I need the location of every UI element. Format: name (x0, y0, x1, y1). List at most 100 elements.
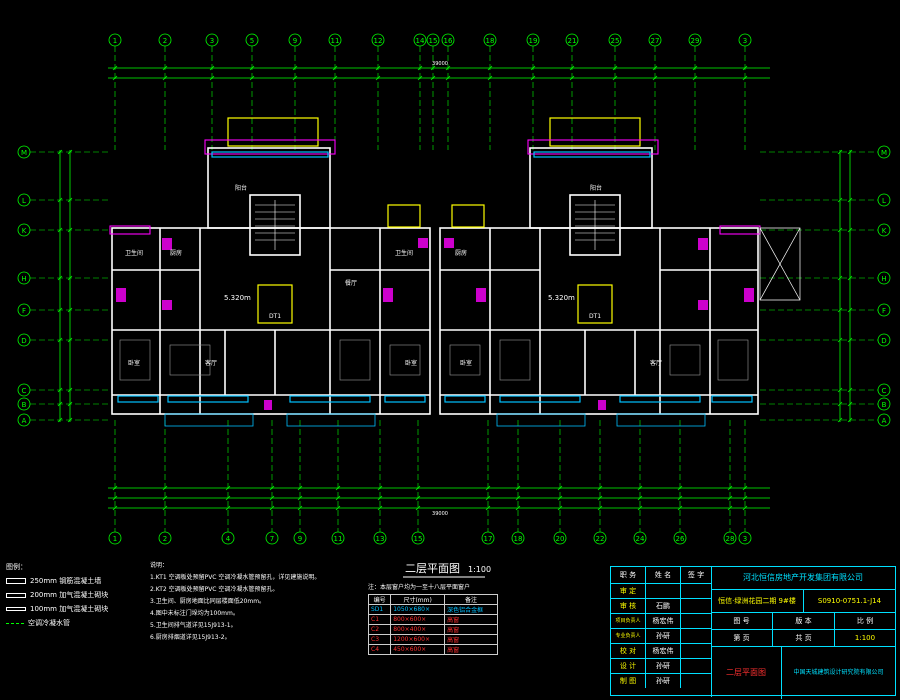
grid-top-label: 3 (210, 37, 214, 45)
grid-bottom-bubble (738, 531, 752, 545)
table-cell: C3 (367, 634, 392, 645)
grid-bottom-bubble (481, 531, 495, 545)
grid-bottom-label: 24 (636, 535, 645, 543)
dimension-tick (269, 505, 275, 511)
tb-cell: 姓 名 (646, 567, 681, 583)
grid-top-bubble (688, 33, 702, 47)
title-block-right: 河北恒信房地产开发集团有限公司 恒信·绿洲花园二期 9#楼 S0910-0751… (711, 567, 895, 699)
annotation-leader (759, 227, 801, 301)
dimension-tick (837, 337, 843, 343)
grid-bottom-bubble (221, 531, 235, 545)
tb-cell (646, 584, 681, 598)
room-label: 阳台 (235, 184, 247, 192)
grid-top-label: 9 (293, 37, 297, 45)
tb-grid-row: 第 页 共 页 1:100 (711, 630, 895, 647)
dimension-tick (837, 227, 843, 233)
tb-designer: 中国天城建筑设计研究院有限公司 (793, 669, 884, 676)
tb-bottom-row: 二层平面图 中国天城建筑设计研究院有限公司 (711, 647, 895, 699)
legend-item: 200mm 加气混凝土砌块 (6, 588, 146, 602)
dimension-tick (837, 197, 843, 203)
dimension-tick (67, 387, 73, 393)
grid-bottom-label: 22 (596, 535, 605, 543)
tb-row: 审 定 (611, 584, 711, 599)
grid-top-label: 1 (113, 37, 117, 45)
dimension-tick (847, 417, 853, 423)
dimension-tick (57, 197, 63, 203)
elevator-left (257, 284, 293, 324)
grid-bottom-label: 15 (414, 535, 423, 543)
table-cell: C4 (367, 644, 392, 655)
dimension-tick (837, 275, 843, 281)
grid-top-bubble (426, 33, 440, 47)
dimension-tick (415, 495, 421, 501)
tb-project: 恒信·绿洲花园二期 9#楼 (711, 590, 804, 612)
dimension-tick (249, 75, 255, 81)
grid-bottom-label: 3 (743, 535, 747, 543)
grid-bottom-label: 2 (163, 535, 167, 543)
tb-cell: 项目负责人 (611, 614, 646, 628)
dimension-tick (847, 401, 853, 407)
grid-bottom-label: 1 (113, 535, 117, 543)
grid-top-bubble (608, 33, 622, 47)
grid-bottom-label: 9 (298, 535, 302, 543)
window-table-wrap: 注：本层窗户均为一至十八层平面窗户 编号 尺寸(mm) 备注 SD1 1050×… (367, 582, 498, 655)
dimension-tick (57, 275, 63, 281)
room-label: 厨房 (170, 249, 182, 257)
dimension-tick (57, 337, 63, 343)
dimension-tick (837, 387, 843, 393)
dimension-tick (162, 505, 168, 511)
tb-cell: 杨宏伟 (646, 644, 681, 658)
dimension-tick (847, 227, 853, 233)
dimension-tick (297, 505, 303, 511)
dimension-tick (742, 65, 748, 71)
tb-cell: 第 页 (711, 630, 773, 646)
dimension-tick (485, 505, 491, 511)
dimension-tick (557, 485, 563, 491)
dimension-tick (727, 505, 733, 511)
dimension-tick (637, 495, 643, 501)
table-cell: 深色铝合金框 (444, 604, 498, 615)
table-cell: 1200×600× (390, 634, 446, 645)
grid-right-label: A (882, 417, 887, 425)
tb-cell: 审 核 (611, 599, 646, 613)
grid-right-label: F (882, 307, 886, 315)
tb-cell: 比 例 (856, 617, 874, 625)
tb-cell: 杨宏伟 (646, 614, 681, 628)
dimension-tick (335, 505, 341, 511)
dimension-tick (692, 65, 698, 71)
room-label: 卫生间 (125, 249, 143, 257)
dimension-tick (569, 75, 575, 81)
grid-bottom-bubble (331, 531, 345, 545)
note-line: 3.卫生间、厨房地面比同层楼面低20mm。 (150, 598, 266, 605)
table-cell: C1 (367, 614, 392, 625)
dimension-tick (332, 65, 338, 71)
grid-top-label: 11 (331, 37, 340, 45)
dimension-tick (225, 495, 231, 501)
grid-top-bubble (441, 33, 455, 47)
dimension-tick (57, 149, 63, 155)
top-balconies (227, 117, 641, 228)
grid-right-label: B (882, 401, 887, 409)
grid-bottom-bubble (553, 531, 567, 545)
legend-item-label: 250mm 钢筋混凝土墙 (30, 577, 102, 585)
tb-cell: 校 对 (611, 644, 646, 658)
dimension-tick (652, 65, 658, 71)
grid-bottom-bubble (633, 531, 647, 545)
table-row: C4 450×600× 高窗 (367, 644, 498, 655)
dimension-tick (377, 505, 383, 511)
dimension-tick (112, 505, 118, 511)
stair-left (255, 200, 295, 250)
left-building-half (111, 147, 431, 415)
tb-drawing-no: S0910-0751.1-J14 (817, 597, 882, 605)
grid-bottom-label: 4 (226, 535, 231, 543)
right-building-half (439, 147, 759, 415)
dimension-tick (637, 505, 643, 511)
dimension-tick (742, 485, 748, 491)
grid-top-bubble (565, 33, 579, 47)
dimension-tick (445, 65, 451, 71)
dimension-tick (67, 337, 73, 343)
dimension-tick (162, 75, 168, 81)
table-header-row: 编号 尺寸(mm) 备注 (367, 594, 498, 605)
dimension-ticks (57, 65, 853, 511)
grid-top-label: 5 (250, 37, 254, 45)
